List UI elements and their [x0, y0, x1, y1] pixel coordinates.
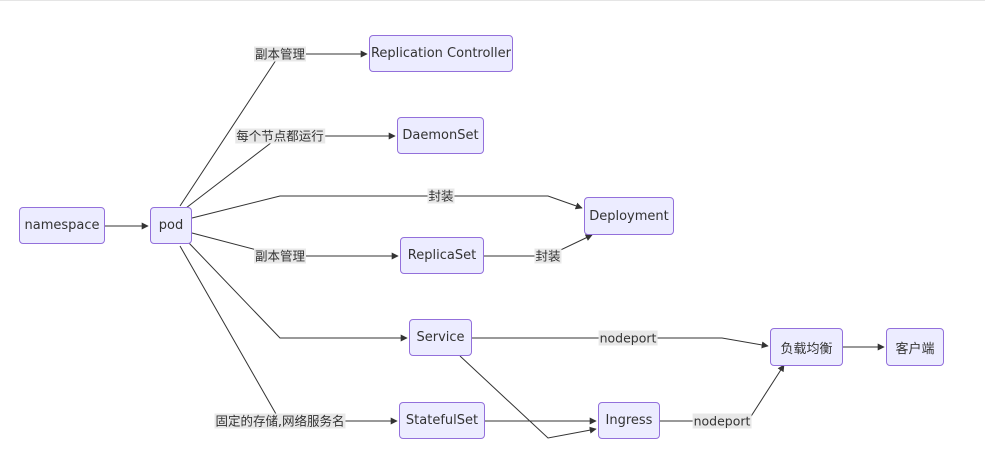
node-label: pod	[158, 218, 184, 233]
node-load-balancer[interactable]: 负载均衡	[770, 328, 843, 366]
node-label: Replication Controller	[370, 46, 512, 61]
node-service[interactable]: Service	[409, 319, 472, 356]
node-label: 负载均衡	[780, 341, 833, 357]
node-label: 客户端	[895, 341, 935, 357]
node-replication-controller[interactable]: Replication Controller	[369, 35, 513, 72]
edge-label-pod-statefulset: 固定的存储,网络服务名	[214, 413, 346, 429]
node-deployment[interactable]: Deployment	[584, 197, 674, 235]
node-namespace[interactable]: namespace	[19, 207, 105, 244]
edge-label-service-lb: nodeport	[598, 330, 658, 346]
edge-label-ingress-lb: nodeport	[692, 413, 752, 429]
node-pod[interactable]: pod	[150, 207, 192, 244]
edge-service-lb	[472, 337, 769, 349]
edge-pod-deployment	[191, 195, 583, 219]
node-label: Ingress	[605, 413, 653, 428]
edge-label-pod-replicaset: 副本管理	[253, 248, 307, 264]
node-ingress[interactable]: Ingress	[598, 402, 660, 439]
node-client[interactable]: 客户端	[886, 328, 944, 366]
edge-label-pod-deployment: 封装	[427, 188, 455, 204]
edge-label-pod-rc: 副本管理	[253, 46, 307, 62]
edge-pod-service	[187, 241, 408, 342]
top-divider	[0, 0, 985, 1]
node-statefulset[interactable]: StatefulSet	[399, 402, 485, 439]
edge-pod-daemonset	[185, 132, 396, 209]
node-label: DaemonSet	[402, 128, 479, 143]
node-label: Deployment	[589, 208, 669, 224]
node-label: ReplicaSet	[407, 248, 477, 263]
edge-pod-statefulset	[179, 245, 398, 425]
edge-label-replicaset-deployment: 封装	[534, 248, 562, 264]
edge-service-ingress	[459, 355, 597, 439]
node-label: namespace	[24, 218, 100, 233]
node-label: StatefulSet	[405, 413, 479, 428]
node-label: Service	[416, 330, 465, 345]
edge-label-pod-daemonset: 每个节点都运行	[235, 128, 325, 144]
node-daemonset[interactable]: DaemonSet	[397, 117, 484, 154]
node-replicaset[interactable]: ReplicaSet	[400, 237, 484, 274]
